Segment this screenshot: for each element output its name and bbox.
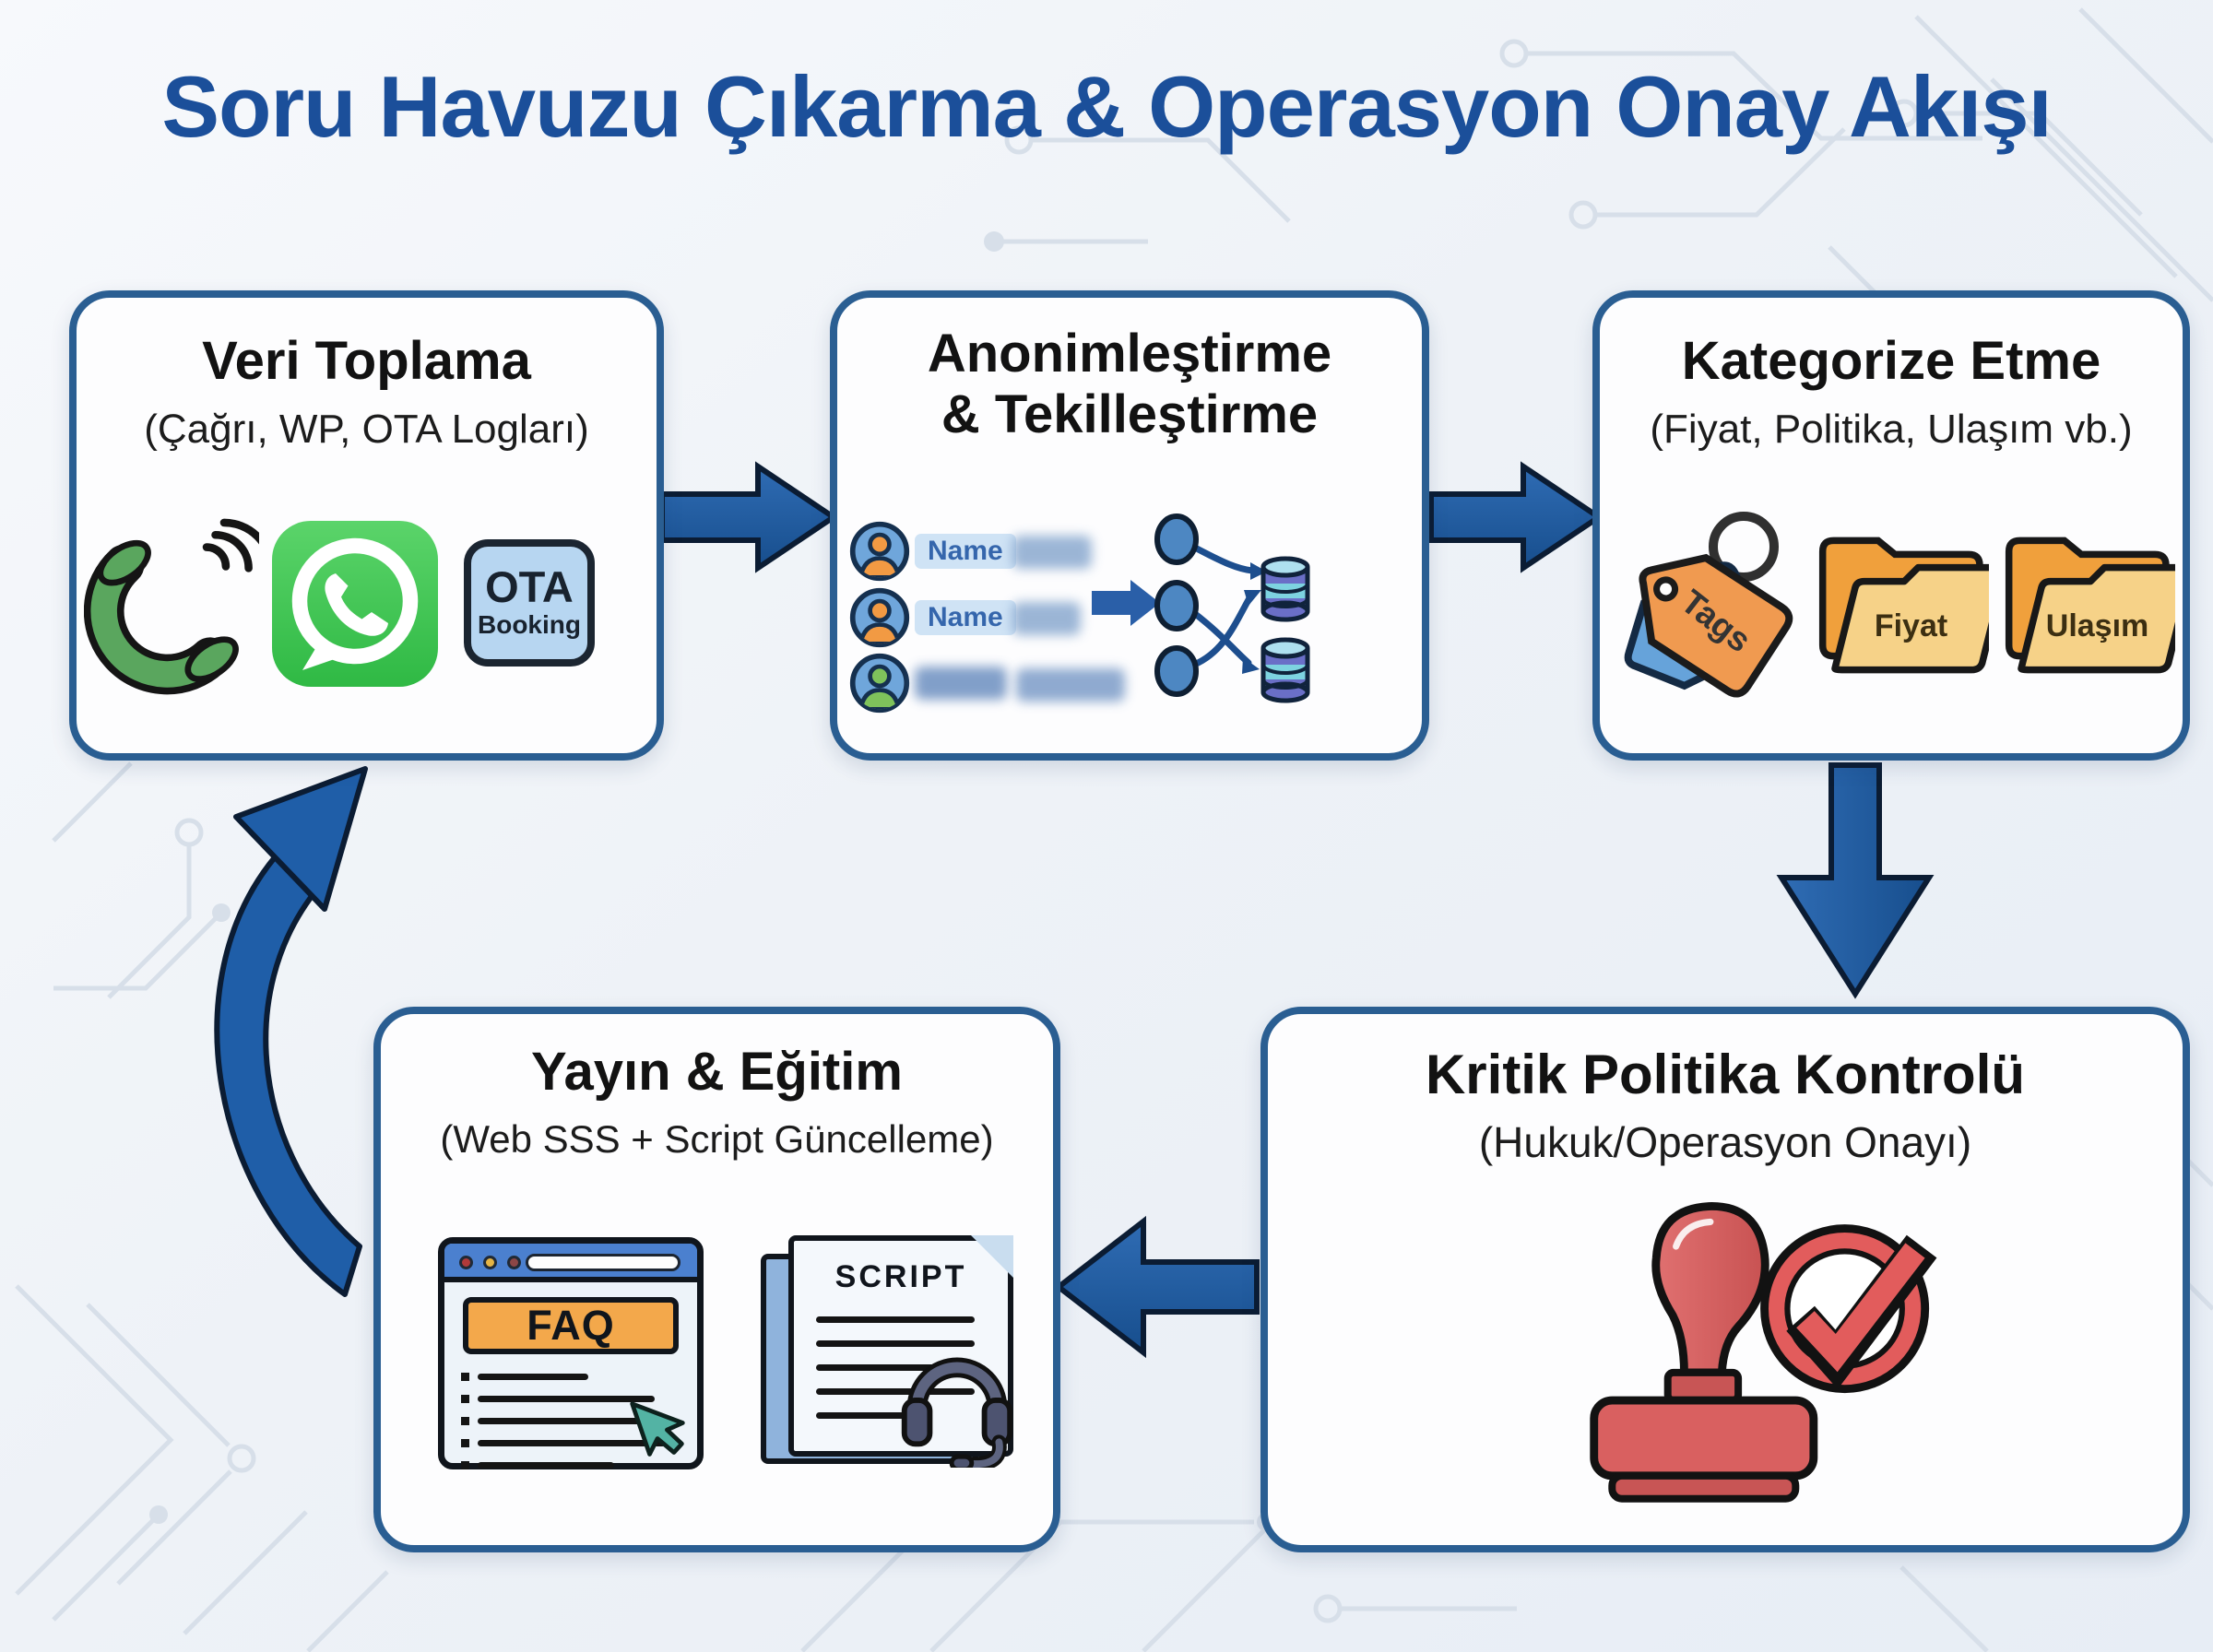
flow-arrow-1-to-2 xyxy=(659,461,839,573)
flow-arrow-2-to-3 xyxy=(1428,461,1604,573)
text-bullet xyxy=(461,1373,469,1381)
approval-stamp-icon xyxy=(1590,1202,1937,1503)
folder-icon-ulasim: Ulaşım xyxy=(1998,517,2194,679)
step-title: Kritik Politika Kontrolü xyxy=(1425,1044,2026,1105)
step-subtitle: (Hukuk/Operasyon Onayı) xyxy=(1478,1118,1972,1166)
browser-dot-icon xyxy=(459,1256,473,1269)
step-box-yayin-egitim: Yayın & Eğitim (Web SSS + Script Güncell… xyxy=(373,1007,1060,1552)
check-circle-icon xyxy=(1760,1224,1937,1394)
text-line xyxy=(816,1340,975,1347)
headset-icon xyxy=(901,1357,1013,1468)
text-line xyxy=(478,1396,655,1402)
step-title-line2: & Tekilleştirme xyxy=(941,384,1319,444)
anonymize-arrow-icon xyxy=(1092,580,1160,626)
blurred-name-value xyxy=(1012,602,1081,635)
flow-arrow-3-to-4 xyxy=(1776,762,1935,999)
faq-banner: FAQ xyxy=(463,1297,679,1354)
step-subtitle: (Çağrı, WP, OTA Logları) xyxy=(144,407,589,452)
flow-arrow-5-to-1 xyxy=(214,766,368,1297)
browser-dot-icon xyxy=(507,1256,521,1269)
tags-icon xyxy=(1624,512,1793,698)
step-subtitle: (Web SSS + Script Güncelleme) xyxy=(440,1117,994,1161)
name-chip: Name xyxy=(915,600,1016,635)
step-box-veri-toplama: Veri Toplama (Çağrı, WP, OTA Logları) OT… xyxy=(69,290,664,761)
doc-front-page: SCRIPT xyxy=(788,1235,1013,1457)
address-bar xyxy=(526,1254,680,1271)
database-icon xyxy=(1260,556,1310,622)
name-label: Name xyxy=(928,536,1003,566)
step-title-line1: Anonimleştirme xyxy=(927,324,1332,384)
faq-browser-icon: FAQ xyxy=(438,1237,704,1469)
step-title: Kategorize Etme xyxy=(1681,331,2101,391)
page-fold-corner xyxy=(971,1235,1013,1278)
faq-label: FAQ xyxy=(527,1302,615,1349)
text-line xyxy=(816,1412,919,1419)
text-bullet xyxy=(461,1395,469,1403)
step-subtitle: (Fiyat, Politika, Ulaşım vb.) xyxy=(1650,407,2133,452)
blurred-name-value xyxy=(1012,536,1092,569)
graph-nodes xyxy=(1154,513,1199,697)
phone-call-icon xyxy=(84,518,259,695)
user-avatar-icon xyxy=(849,521,910,582)
step-box-anonimlestirme: Anonimleştirme & Tekilleştirme Name Name xyxy=(830,290,1429,761)
ota-title: OTA xyxy=(485,562,574,611)
ota-subtitle: Booking xyxy=(478,610,581,639)
blurred-name-value xyxy=(1016,668,1125,702)
user-avatar-icon xyxy=(849,653,910,714)
text-line xyxy=(478,1374,588,1380)
folder-label: Ulaşım xyxy=(2045,608,2149,643)
text-line xyxy=(816,1388,975,1395)
folder-glyph xyxy=(1818,537,2007,674)
database-icon xyxy=(1260,637,1310,703)
text-line xyxy=(816,1364,945,1371)
node-connectors xyxy=(1189,543,1256,668)
step-title: Yayın & Eğitim xyxy=(531,1042,903,1102)
folder-label: Fiyat xyxy=(1874,608,1948,643)
step-box-kritik-politika: Kritik Politika Kontrolü (Hukuk/Operasyo… xyxy=(1260,1007,2190,1552)
text-bullet xyxy=(461,1417,469,1425)
script-doc-icon: SCRIPT xyxy=(761,1235,1024,1468)
folder-glyph xyxy=(2005,537,2194,674)
browser-titlebar xyxy=(444,1244,697,1282)
whatsapp-glyph xyxy=(291,537,419,670)
text-line xyxy=(478,1418,645,1424)
name-label: Name xyxy=(928,602,1003,632)
text-bullet xyxy=(461,1461,469,1469)
blurred-name-value xyxy=(915,667,1007,700)
user-avatar-icon xyxy=(849,587,910,648)
text-line xyxy=(478,1462,614,1469)
text-bullet xyxy=(461,1439,469,1447)
whatsapp-icon xyxy=(272,521,438,687)
step-box-kategorize: Kategorize Etme (Fiyat, Politika, Ulaşım… xyxy=(1592,290,2194,761)
flow-arrow-4-to-5 xyxy=(1054,1215,1260,1359)
anonymize-cluster xyxy=(1092,513,1310,703)
ota-booking-icon: OTA Booking xyxy=(464,539,595,667)
name-chip: Name xyxy=(915,534,1016,569)
text-line xyxy=(816,1316,975,1323)
folder-icon-fiyat: Fiyat xyxy=(1812,517,2007,679)
script-title: SCRIPT xyxy=(834,1259,967,1294)
step-title: Veri Toplama xyxy=(202,331,531,391)
page-title: Soru Havuzu Çıkarma & Operasyon Onay Akı… xyxy=(161,58,2052,155)
cursor-icon xyxy=(630,1401,685,1457)
connector-arrowheads xyxy=(1242,562,1267,674)
text-line xyxy=(478,1440,666,1446)
browser-dot-icon xyxy=(483,1256,497,1269)
